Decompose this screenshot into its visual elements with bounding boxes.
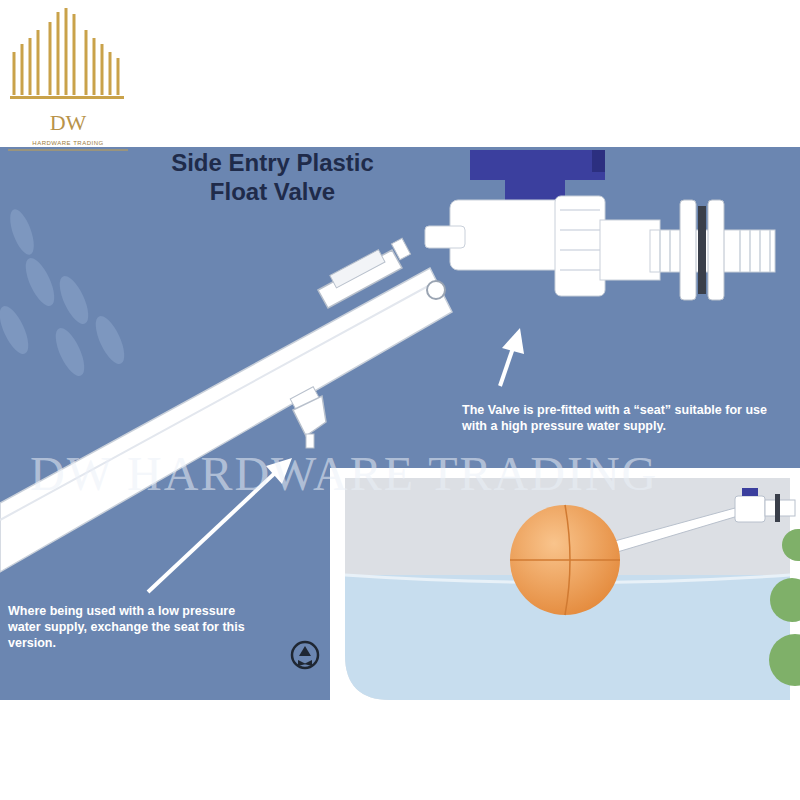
logo-subtitle: HARDWARE TRADING	[0, 140, 136, 146]
callout-note: Where being used with a low pressure wat…	[8, 603, 266, 651]
logo-text: DW	[0, 110, 136, 136]
watermark: DW HARDWARE TRADING	[30, 446, 658, 501]
callout-note: The Valve is pre-fitted with a “seat” su…	[462, 402, 790, 434]
diagram-title: Side Entry Plastic Float Valve	[150, 148, 395, 206]
